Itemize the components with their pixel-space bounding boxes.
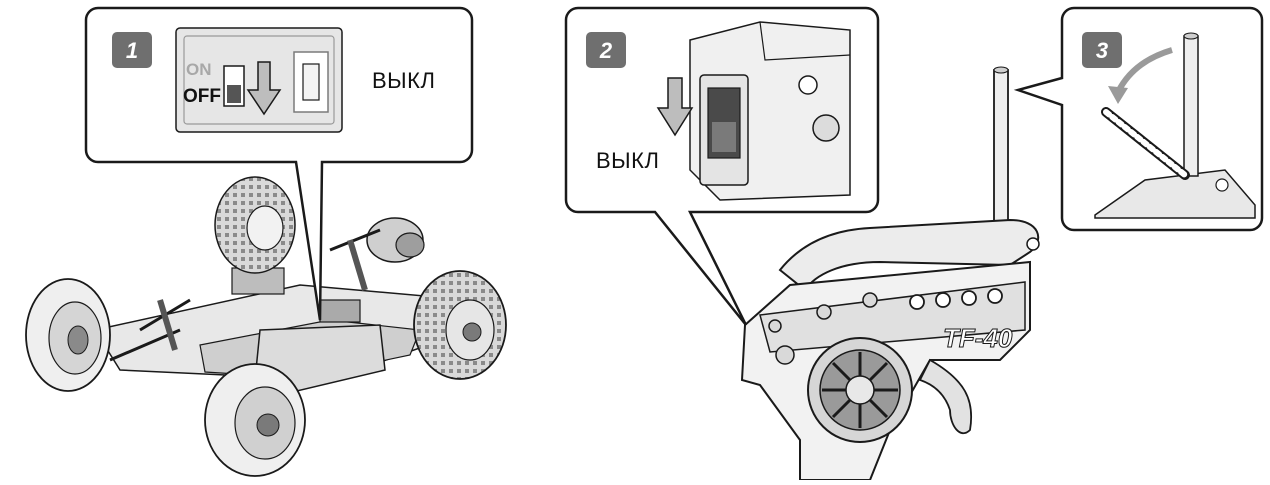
- step-1-badge: 1: [112, 32, 152, 68]
- step-2-off-label: ВЫКЛ: [596, 148, 659, 174]
- transmitter-model-label: TF-40: [943, 323, 1013, 353]
- throttle-trigger: [920, 360, 971, 433]
- callout-step-3: 3: [1018, 8, 1262, 230]
- step-3-number: 3: [1096, 38, 1108, 63]
- step-1-number: 1: [126, 38, 138, 63]
- step-3-badge: 3: [1082, 32, 1122, 68]
- switch-off-label: OFF: [183, 86, 221, 107]
- step-1-off-label: ВЫКЛ: [372, 68, 435, 94]
- antenna: [994, 70, 1008, 235]
- step-2-badge: 2: [586, 32, 626, 68]
- power-switch-panel: ON OFF: [176, 28, 342, 132]
- antenna-upright: [1184, 36, 1198, 176]
- steering-wheel: [808, 338, 912, 442]
- step-2-number: 2: [599, 38, 613, 63]
- switch-on-label: ON: [186, 60, 212, 79]
- rc-car-illustration: [26, 177, 506, 476]
